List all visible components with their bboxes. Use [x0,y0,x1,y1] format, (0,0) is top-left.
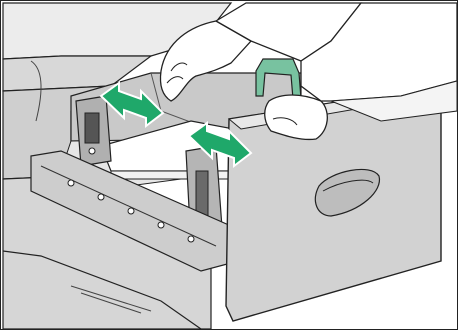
left-side-guide [76,96,111,166]
tray-front-panel [226,89,441,321]
